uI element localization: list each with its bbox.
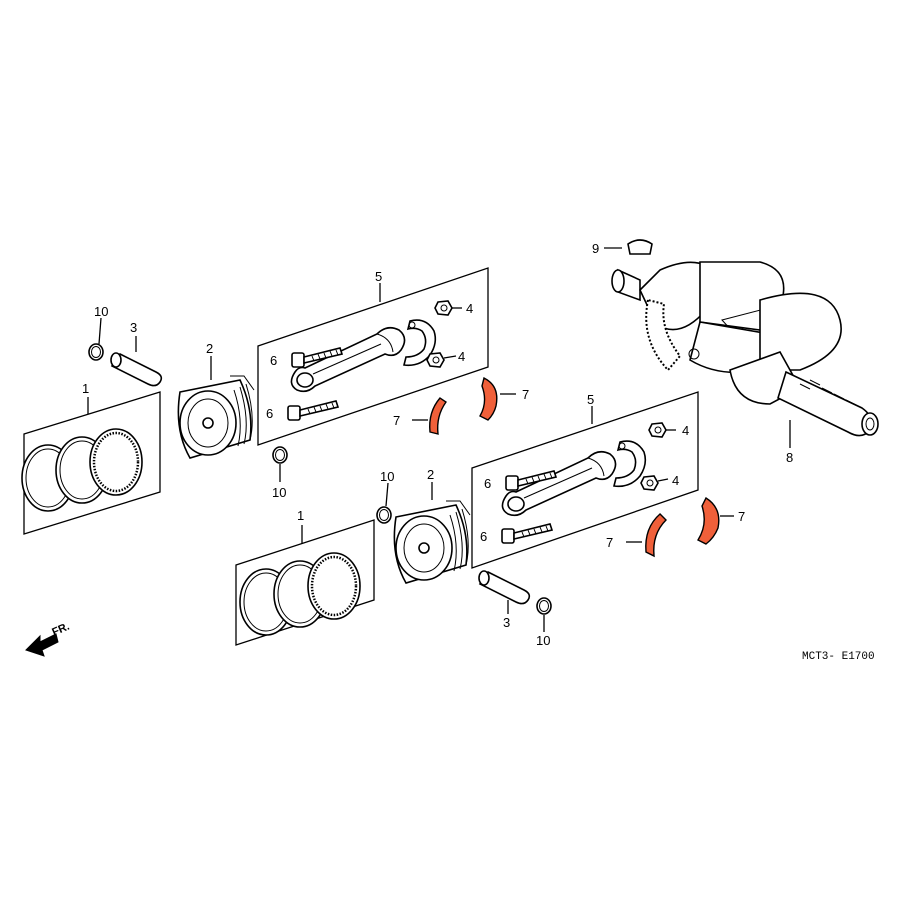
piston-pin-clip-lower-a <box>376 506 392 524</box>
piston-pin-clip-upper-a <box>88 343 104 361</box>
bearing-shell-lower-a <box>645 513 667 558</box>
callout-3-upper: 3 <box>130 320 137 335</box>
callout-10-d: 10 <box>536 633 550 648</box>
rod-nut-upper-b <box>426 352 445 368</box>
callout-7-a: 7 <box>393 413 400 428</box>
bearing-shell-upper-a <box>429 397 447 435</box>
piston-upper <box>177 375 255 459</box>
rod-nut-lower-a <box>648 422 667 438</box>
piston-pin-lower <box>478 570 531 605</box>
piston-pin-clip-lower-b <box>536 597 552 615</box>
callout-10-a: 10 <box>94 304 108 319</box>
front-direction-arrow: FR. <box>25 621 71 657</box>
callout-6-c: 6 <box>484 476 491 491</box>
callout-2-upper: 2 <box>206 341 213 356</box>
woodruff-key <box>627 239 653 255</box>
rod-bolt-lower-b <box>501 523 553 544</box>
callout-3-lower: 3 <box>503 615 510 630</box>
callout-5-lower: 5 <box>587 392 594 407</box>
diagram-code: MCT3- E1700 <box>802 651 875 663</box>
piston-ring-set-lower <box>238 551 362 637</box>
callout-4-b: 4 <box>458 349 465 364</box>
front-label: FR. <box>50 621 71 639</box>
callout-1-lower: 1 <box>297 508 304 523</box>
rod-cap-lower <box>613 440 647 488</box>
rod-nut-upper-a <box>434 300 453 316</box>
bearing-shell-upper-b <box>479 376 498 421</box>
bearing-shell-lower-b <box>696 496 720 545</box>
callout-7-d: 7 <box>738 509 745 524</box>
callout-1-upper: 1 <box>82 381 89 396</box>
callout-4-c: 4 <box>682 423 689 438</box>
piston-pin-clip-upper-b <box>272 446 288 464</box>
callout-4-a: 4 <box>466 301 473 316</box>
callout-10-c: 10 <box>380 469 394 484</box>
rod-box-lower <box>471 391 699 569</box>
callout-10-b: 10 <box>272 485 286 500</box>
piston-lower <box>393 500 471 584</box>
rod-nut-lower-b <box>640 475 659 491</box>
callout-6-d: 6 <box>480 529 487 544</box>
callout-6-a: 6 <box>270 353 277 368</box>
ring-box-upper <box>23 391 161 535</box>
crankshaft <box>611 261 879 437</box>
piston-pin-upper <box>110 352 163 387</box>
callout-7-b: 7 <box>522 387 529 402</box>
rod-bolt-upper-b <box>287 400 339 421</box>
callout-4-d: 4 <box>672 473 679 488</box>
rod-box-upper <box>257 267 489 446</box>
callout-7-c: 7 <box>606 535 613 550</box>
callout-6-b: 6 <box>266 406 273 421</box>
callout-2-lower: 2 <box>427 467 434 482</box>
ring-box-lower <box>235 519 375 646</box>
callout-9: 9 <box>592 241 599 256</box>
callout-5-upper: 5 <box>375 269 382 284</box>
callout-8: 8 <box>786 450 793 465</box>
piston-ring-set-upper <box>20 427 144 513</box>
